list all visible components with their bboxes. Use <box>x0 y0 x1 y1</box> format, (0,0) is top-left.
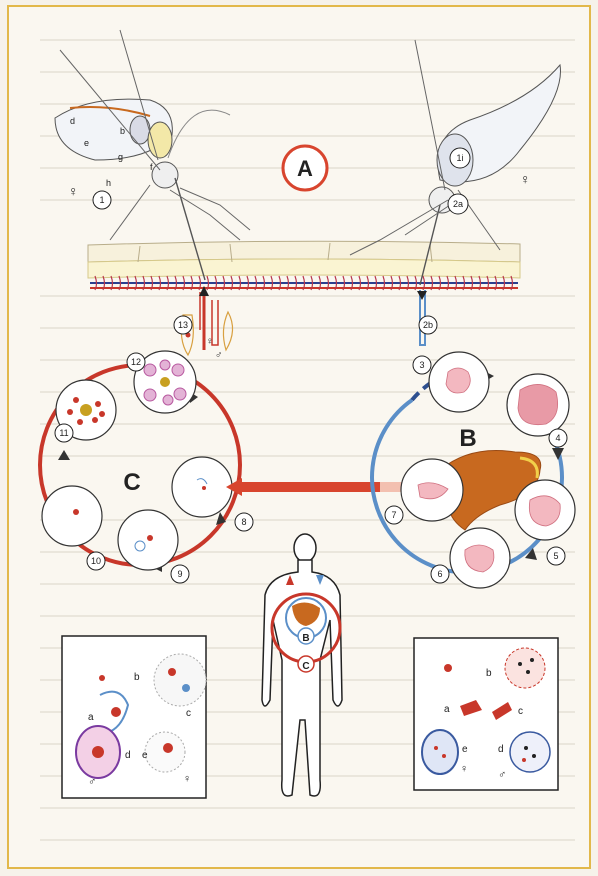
step-13: 13 <box>178 320 188 330</box>
inset-left-letter-d: d <box>125 750 131 761</box>
step-1: 1 <box>99 195 104 205</box>
step-11: 11 <box>59 428 68 438</box>
mosquito-letter-e: e <box>84 138 89 148</box>
mosquito-letter-h: h <box>106 178 111 188</box>
mosquito-left-female-symbol: ♀ <box>68 183 79 199</box>
step-3: 3 <box>419 360 424 370</box>
cycle-c-label: C <box>123 469 140 496</box>
skin-layer <box>88 241 520 290</box>
inset-right-female-symbol: ♀ <box>460 763 468 775</box>
cycle-a-label: A <box>297 156 313 181</box>
step-6: 6 <box>437 569 442 579</box>
cycle-b-label: B <box>459 425 476 452</box>
inset-right-letter-d: d <box>498 744 504 755</box>
inset-left-letter-b: b <box>134 672 140 683</box>
cell-10 <box>42 486 102 546</box>
inset-right-letter-c: c <box>518 706 523 717</box>
gametocyte-female-symbol: ♀ <box>206 336 214 347</box>
step-2a: 2a <box>453 199 463 209</box>
inset-left-female-symbol: ♀ <box>183 773 191 785</box>
mosquito-letter-b: b <box>120 126 125 136</box>
step-10: 10 <box>91 556 101 566</box>
cell-8 <box>172 457 232 517</box>
step-5: 5 <box>553 551 558 561</box>
step-1i: 1i <box>456 153 463 163</box>
inset-right-letter-a: a <box>444 704 450 715</box>
human-b-label: B <box>302 633 309 644</box>
inset-left-letter-e: e <box>142 750 148 761</box>
step-7: 7 <box>391 510 396 520</box>
inset-right-male-symbol: ♂ <box>498 769 506 781</box>
step-9: 9 <box>177 569 182 579</box>
step-4: 4 <box>555 433 560 443</box>
inset-left-letter-a: a <box>88 712 94 723</box>
mosquito-right-female-symbol: ♀ <box>520 171 531 187</box>
gametocyte-male-symbol: ♂ <box>215 350 223 361</box>
inset-left-male-symbol: ♂ <box>88 776 96 788</box>
step-12: 12 <box>131 357 141 367</box>
inset-right-letter-e: e <box>462 744 468 755</box>
mosquito-letter-d: d <box>70 116 75 126</box>
human-c-label: C <box>302 661 309 672</box>
step-8: 8 <box>241 517 246 527</box>
inset-left-letter-c: c <box>186 708 191 719</box>
mosquito-letter-g: g <box>118 152 123 162</box>
inset-right-letter-b: b <box>486 668 492 679</box>
step-2b: 2b <box>423 320 433 330</box>
